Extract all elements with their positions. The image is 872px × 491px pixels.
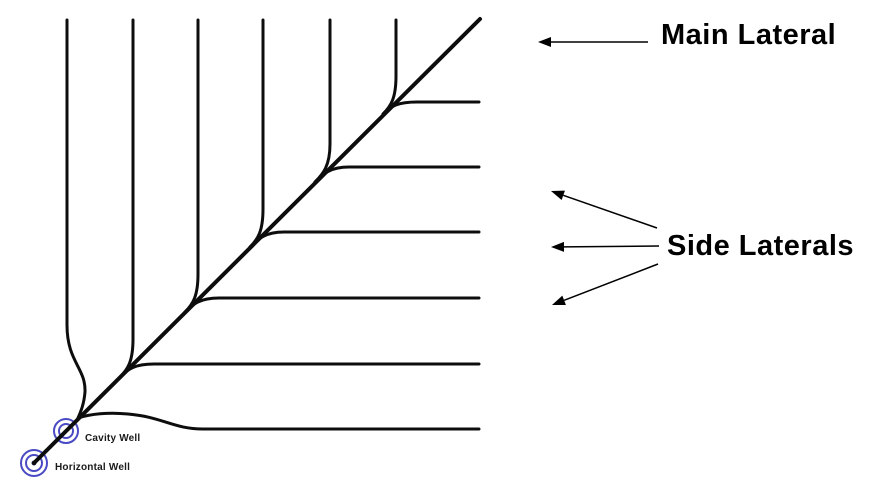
side-lateral-horizontal-2 (313, 165, 481, 184)
side-lateral-vertical-1 (381, 18, 398, 116)
side-lateral-horizontal-6 (76, 411, 481, 431)
side-lateral-horizontal-5 (118, 362, 481, 379)
main-lateral-line (32, 17, 482, 465)
side-lateral-horizontal-4 (183, 296, 481, 314)
cavity-well-outer-ring-icon (53, 418, 79, 444)
side-laterals-arrow-3-line (563, 263, 659, 302)
horizontal-well-outer-ring-icon (20, 449, 48, 477)
side-laterals-arrow-1-line (563, 194, 658, 229)
side-laterals-arrow-2-head-icon (551, 241, 565, 252)
cavity-well-inner-ring-icon (58, 423, 74, 439)
side-lateral-vertical-4 (183, 18, 200, 314)
cavity-well-label: Cavity Well (85, 433, 141, 444)
side-laterals-arrow-1-head-icon (551, 190, 565, 201)
side-lateral-vertical-3 (248, 18, 265, 249)
side-laterals-label: Side Laterals (667, 230, 855, 262)
side-laterals-arrow-2-line (563, 245, 660, 248)
main-lateral-arrow-1-head-icon (538, 37, 551, 47)
side-lateral-vertical-5 (118, 18, 135, 379)
side-lateral-vertical-6 (65, 18, 87, 420)
side-lateral-vertical-2 (313, 18, 332, 184)
horizontal-well-inner-ring-icon (25, 454, 43, 472)
main-lateral-label: Main Lateral (661, 19, 837, 51)
horizontal-well-label: Horizontal Well (55, 462, 131, 473)
side-lateral-horizontal-3 (248, 230, 481, 249)
side-laterals-arrow-3-head-icon (552, 295, 566, 305)
